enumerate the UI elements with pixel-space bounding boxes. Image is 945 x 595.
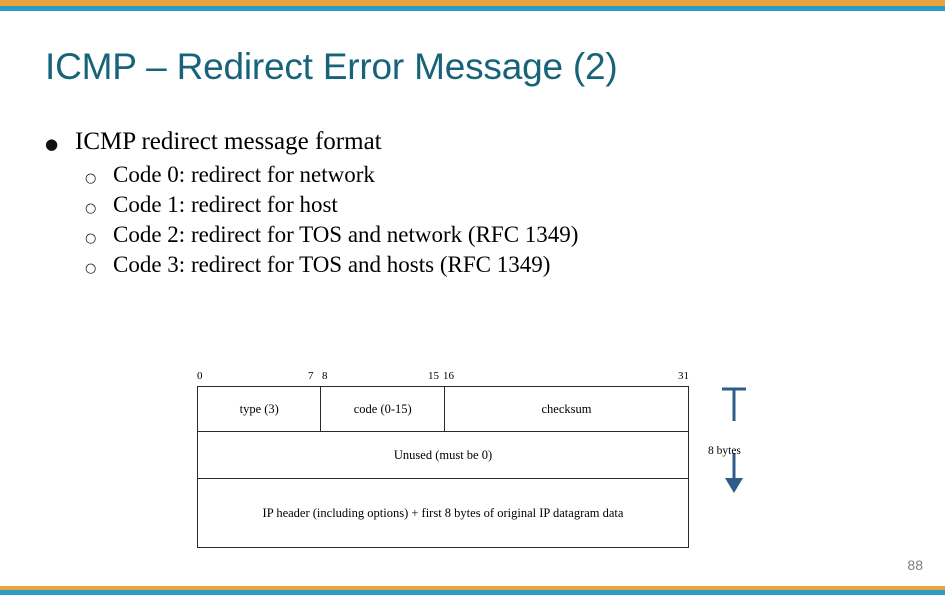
bit-position-scale: 0 7 8 15 16 31 [197,370,689,386]
bullet-level2-text: Code 1: redirect for host [113,192,338,217]
table-row-unused: Unused (must be 0) [197,431,689,479]
bit-label-16: 16 [443,370,454,382]
table-row-payload: IP header (including options) + first 8 … [197,478,689,548]
bullet-level2-code1: ○ Code 1: redirect for host [85,192,905,218]
bullet-level1: ● ICMP redirect message format [45,128,905,156]
page-title: ICMP – Redirect Error Message (2) [45,46,618,87]
field-checksum: checksum [443,386,690,432]
bullet-level2-text: Code 2: redirect for TOS and network (RF… [113,222,579,247]
bullet-marker-filled-icon: ● [45,135,59,153]
bit-label-0: 0 [197,370,203,382]
bullet-marker-hollow-icon: ○ [85,261,97,276]
byte-span-label: 8 bytes [708,445,741,457]
bullet-level2-text: Code 3: redirect for TOS and hosts (RFC … [113,252,551,277]
bullet-marker-hollow-icon: ○ [85,231,97,246]
field-ip-header-payload: IP header (including options) + first 8 … [197,478,689,548]
bottom-accent-bar-blue [0,590,945,595]
bullet-level2-code3: ○ Code 3: redirect for TOS and hosts (RF… [85,252,905,278]
bit-label-8: 8 [322,370,328,382]
bullet-marker-hollow-icon: ○ [85,201,97,216]
bullet-level2-code0: ○ Code 0: redirect for network [85,162,905,188]
top-accent-bar-orange [0,0,945,6]
bullet-level2-text: Code 0: redirect for network [113,162,375,187]
bullet-level1-text: ICMP redirect message format [75,128,382,155]
page-number: 88 [907,557,923,573]
field-type: type (3) [196,386,322,432]
bottom-accent-bar-orange [0,586,945,590]
bit-label-15: 15 [428,370,439,382]
field-code: code (0-15) [320,386,445,432]
top-accent-bar-blue [0,6,945,11]
bit-label-31: 31 [678,370,689,382]
packet-format-diagram: 0 7 8 15 16 31 type (3) code (0-15) chec… [196,370,757,548]
field-unused: Unused (must be 0) [197,431,689,479]
table-row-header-fields: type (3) code (0-15) checksum [196,386,690,432]
bit-label-7: 7 [308,370,314,382]
double-arrow-icon [722,387,746,493]
bullet-marker-hollow-icon: ○ [85,171,97,186]
byte-span-annotation: 8 bytes [705,385,775,493]
bullet-level2-code2: ○ Code 2: redirect for TOS and network (… [85,222,905,248]
bullet-list: ● ICMP redirect message format ○ Code 0:… [45,128,905,282]
packet-header-table: type (3) code (0-15) checksum Unused (mu… [196,386,690,548]
